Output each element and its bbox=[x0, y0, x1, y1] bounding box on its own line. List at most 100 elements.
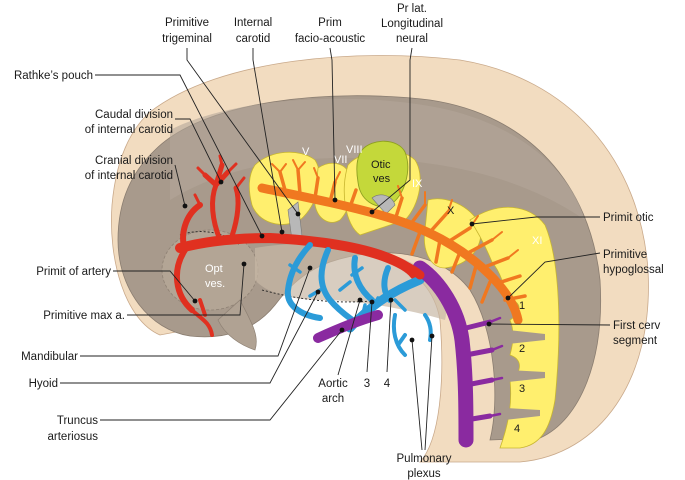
label-mandibular: Mandibular bbox=[21, 351, 78, 363]
dorsal-aorta bbox=[412, 260, 474, 448]
label-primit-otic: Primit otic bbox=[603, 212, 654, 224]
label-primit-of-artery: Primit of artery bbox=[36, 266, 111, 278]
nerve-v-label: V bbox=[302, 146, 310, 158]
orange-branch-ends bbox=[271, 159, 519, 259]
basilar-network bbox=[257, 159, 527, 325]
dot-arch-4 bbox=[388, 297, 394, 303]
dot-first-cerv bbox=[486, 321, 492, 327]
segmental-arteries bbox=[463, 319, 495, 423]
red-branches bbox=[193, 154, 246, 207]
leader-mandibular bbox=[80, 267, 311, 357]
label-first-cerv-2: segment bbox=[613, 335, 658, 347]
label-pr-lat-2: Longitudinal bbox=[381, 18, 443, 30]
label-prim-facio-acoustic-1: Prim bbox=[318, 17, 342, 29]
dot-pulmonary-b bbox=[429, 333, 435, 339]
label-arch-3: 3 bbox=[364, 378, 370, 390]
leader-prim-facio-acoustic bbox=[329, 47, 336, 201]
dashed-outline bbox=[261, 289, 381, 303]
leader-internal-carotid bbox=[252, 48, 283, 233]
caudal-division bbox=[202, 162, 241, 243]
leader-primitive-hypoglossal bbox=[507, 252, 601, 299]
label-first-cerv-1: First cerv bbox=[613, 320, 661, 332]
nerve-xi-label: XI bbox=[532, 235, 542, 247]
nerve-ix-label: IX bbox=[412, 178, 423, 190]
label-arch-4: 4 bbox=[384, 378, 391, 390]
otic-ves-label-2: ves bbox=[373, 173, 391, 185]
label-aortic-arch-1: Aortic bbox=[318, 378, 348, 390]
otic-ves-label-1: Otic bbox=[371, 159, 391, 171]
truncus-arteriosus-vessel bbox=[313, 310, 383, 343]
dot-primit-otic bbox=[469, 221, 475, 227]
leader-dots bbox=[182, 179, 511, 343]
neural-band bbox=[170, 98, 585, 220]
leader-rathkes-pouch bbox=[95, 74, 263, 237]
leader-cranial-division bbox=[174, 164, 186, 207]
leader-pr-lat-longitudinal bbox=[371, 47, 413, 213]
label-pulmonary-2: plexus bbox=[407, 468, 440, 480]
segmental-artery-ends bbox=[488, 316, 504, 418]
dot-longitudinal-neural bbox=[369, 209, 375, 215]
label-rathkes-pouch: Rathke’s pouch bbox=[14, 70, 93, 82]
label-primitive-hypoglossal-2: hypoglossal bbox=[603, 264, 664, 276]
dot-hyoid bbox=[315, 289, 321, 295]
dot-internal-carotid bbox=[279, 229, 285, 235]
orange-branches-upper bbox=[278, 168, 527, 302]
brain-tissue bbox=[117, 95, 602, 441]
mandibular-bump bbox=[217, 299, 257, 351]
segment-notches bbox=[505, 330, 545, 420]
label-caudal-division-1: Caudal division bbox=[95, 109, 173, 121]
label-primitive-trigeminal-1: Primitive bbox=[165, 17, 209, 29]
label-primitive-max: Primitive max a. bbox=[43, 310, 125, 322]
mandibular-arch bbox=[284, 242, 323, 321]
dot-pulmonary-a bbox=[409, 337, 415, 343]
label-primitive-hypoglossal-1: Primitive bbox=[603, 249, 647, 261]
segment-2-label: 2 bbox=[519, 343, 525, 355]
leader-lines bbox=[60, 47, 611, 451]
label-primitive-trigeminal-2: trigeminal bbox=[162, 33, 212, 45]
label-internal-carotid-1: Internal bbox=[234, 17, 272, 29]
segment-4-label: 4 bbox=[514, 423, 520, 435]
pulmonary-plexus-vessels bbox=[391, 313, 433, 357]
nerve-vii-label: VII bbox=[334, 154, 347, 166]
orange-branches-lower bbox=[410, 230, 492, 304]
leader-primit-of-artery bbox=[113, 270, 196, 302]
label-truncus-1: Truncus bbox=[57, 415, 98, 427]
hyoid-arch bbox=[318, 247, 358, 325]
label-internal-carotid-2: carotid bbox=[236, 33, 271, 45]
label-pr-lat-3: neural bbox=[396, 33, 428, 45]
gray-arteries bbox=[287, 194, 396, 241]
dot-rathkes-pouch bbox=[259, 233, 265, 239]
otic-gray-branch bbox=[371, 194, 396, 215]
label-caudal-division-2: of internal carotid bbox=[85, 124, 173, 136]
leader-primitive-max bbox=[127, 263, 245, 316]
cranial-division bbox=[173, 202, 203, 313]
label-cranial-division-2: of internal carotid bbox=[85, 170, 173, 182]
dot-primitive-max bbox=[241, 261, 247, 267]
leader-hyoid bbox=[60, 291, 319, 384]
dot-aortic-arch bbox=[357, 297, 363, 303]
dot-truncus bbox=[339, 327, 345, 333]
leader-arch-4 bbox=[386, 299, 392, 373]
opt-ves-label-2: ves. bbox=[205, 278, 225, 290]
fourth-arch bbox=[381, 265, 393, 303]
leader-first-cerv bbox=[488, 323, 611, 326]
label-truncus-2: arteriosus bbox=[48, 431, 99, 443]
dot-primitive-trigeminal bbox=[295, 211, 301, 217]
dot-cranial-division bbox=[182, 203, 188, 209]
third-arch bbox=[351, 255, 375, 303]
dot-primitive-hypoglossal bbox=[505, 295, 511, 301]
leader-primit-otic bbox=[471, 216, 600, 225]
dot-facio-acoustic bbox=[332, 197, 338, 203]
leader-pulmonary-plexus-a bbox=[411, 339, 423, 451]
nerve-x-label: X bbox=[447, 205, 455, 217]
leader-pulmonary-plexus-b bbox=[424, 335, 433, 451]
label-pulmonary-1: Pulmonary bbox=[397, 453, 452, 465]
segment-1-label: 1 bbox=[519, 300, 525, 312]
leader-primitive-trigeminal bbox=[186, 48, 299, 215]
blue-small-branches bbox=[288, 263, 407, 320]
primitive-maxillary bbox=[190, 298, 214, 337]
dot-caudal-division bbox=[218, 179, 224, 185]
carotid-junction bbox=[375, 250, 425, 280]
dot-arch-3 bbox=[369, 299, 375, 305]
opt-ves-label-1: Opt bbox=[205, 263, 223, 275]
